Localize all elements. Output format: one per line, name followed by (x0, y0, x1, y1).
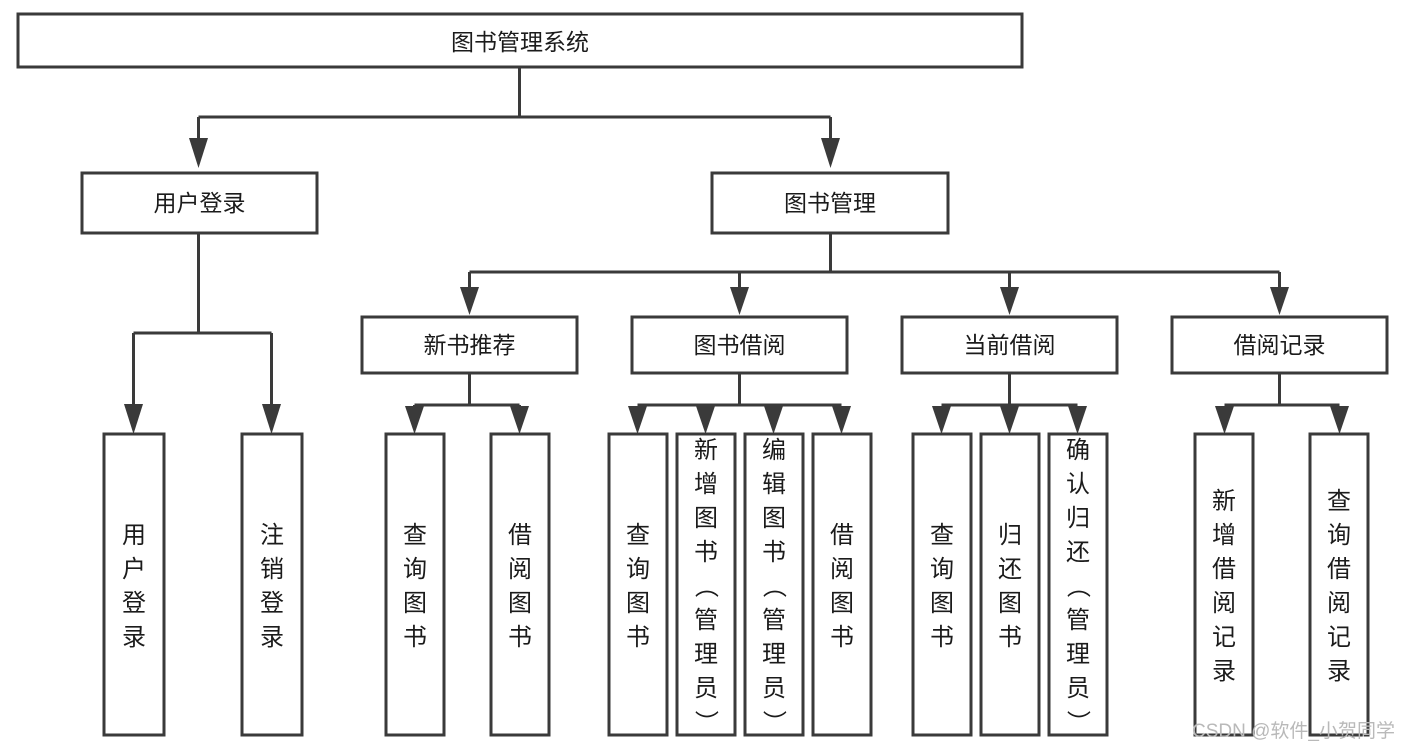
leaf-node-logout-box[interactable] (240, 432, 304, 737)
arrow-head-leaf-edit-book (764, 406, 783, 434)
node-root-box[interactable] (16, 12, 1024, 69)
leaf-node-query-book-2-box[interactable] (607, 432, 669, 737)
leaf-node-query-record-label: 查询借阅记录 (1327, 488, 1351, 685)
node-user-login-label: 用户登录 (154, 190, 246, 216)
node-user-login-box[interactable] (80, 171, 319, 235)
leaf-node-confirm-return[interactable]: 确认归还管理员 （ ） (1047, 432, 1109, 737)
leaf-node-return-book[interactable]: 归还图书 (979, 432, 1041, 737)
leaf-node-logout[interactable]: 注销登录 (240, 432, 304, 737)
arrow-head-leaf-query-book-3 (932, 406, 951, 434)
arrow-head-leaf-add-record (1215, 406, 1234, 434)
leaf-node-query-book-3-label: 查询图书 (930, 522, 954, 651)
node-book-borrow-box[interactable] (630, 315, 849, 375)
connector-layer (124, 67, 1349, 434)
svg-text:）: ） (1064, 710, 1091, 734)
leaf-node-query-book-2-label: 查询图书 (626, 522, 650, 651)
leaf-node-query-book-3[interactable]: 查询图书 (911, 432, 973, 737)
leaf-node-add-book-label: 新增图书管理员 (694, 437, 718, 702)
leaf-node-query-record[interactable]: 查询借阅记录 (1308, 432, 1370, 737)
leaf-node-borrow-book-1-box[interactable] (489, 432, 551, 737)
node-user-login[interactable]: 用户登录 (80, 171, 319, 235)
arrow-head-leaf-confirm-return (1068, 406, 1087, 434)
node-book-manage[interactable]: 图书管理 (710, 171, 950, 235)
leaf-node-query-record-box[interactable] (1308, 432, 1370, 737)
node-current-borrow-box[interactable] (900, 315, 1119, 375)
arrow-head-leaf-borrow-book-2 (832, 406, 851, 434)
leaf-node-borrow-book-2-box[interactable] (811, 432, 873, 737)
svg-text:）: ） (760, 710, 787, 734)
node-new-book-recommend[interactable]: 新书推荐 (360, 315, 579, 375)
arrow-head-leaf-return-book (1000, 406, 1019, 434)
leaf-node-borrow-book-2-label: 借阅图书 (830, 522, 854, 651)
leaf-node-confirm-return-label: 确认归还管理员 (1066, 437, 1090, 702)
leaf-node-query-book-2[interactable]: 查询图书 (607, 432, 669, 737)
leaf-node-borrow-book-1[interactable]: 借阅图书 (489, 432, 551, 737)
node-new-book-recommend-box[interactable] (360, 315, 579, 375)
node-borrow-records-label: 借阅记录 (1234, 332, 1326, 358)
leaf-node-query-book-1-box[interactable] (384, 432, 446, 737)
leaf-node-edit-book-label: 编辑图书管理员 (762, 437, 786, 702)
arrow-head-leaf-user-login (124, 404, 143, 434)
node-borrow-records-box[interactable] (1170, 315, 1389, 375)
leaf-node-query-book-1[interactable]: 查询图书 (384, 432, 446, 737)
node-root-label: 图书管理系统 (451, 29, 589, 55)
node-book-manage-box[interactable] (710, 171, 950, 235)
leaf-node-confirm-return-box[interactable] (1047, 432, 1109, 737)
leaf-node-borrow-book-1-label: 借阅图书 (508, 522, 532, 651)
leaf-node-user-login-label: 用户登录 (122, 522, 146, 651)
arrow-head-current-borrow (1000, 287, 1019, 315)
node-book-borrow-label: 图书借阅 (694, 332, 786, 358)
leaf-node-return-book-label: 归还图书 (998, 522, 1022, 651)
arrow-head-leaf-query-record (1330, 406, 1349, 434)
leaf-node-query-book-1-label: 查询图书 (403, 522, 427, 651)
leaf-node-add-record-box[interactable] (1193, 432, 1255, 737)
arrow-head-book-manage (821, 138, 840, 168)
node-new-book-recommend-label: 新书推荐 (424, 332, 516, 358)
leaf-node-edit-book-box[interactable] (743, 432, 805, 737)
leaf-node-query-book-3-box[interactable] (911, 432, 973, 737)
svg-text:（: （ (692, 574, 719, 598)
arrow-head-leaf-add-book (696, 406, 715, 434)
node-book-manage-label: 图书管理 (784, 190, 876, 216)
arrow-head-borrow-records (1270, 287, 1289, 315)
svg-text:）: ） (692, 710, 719, 734)
node-borrow-records[interactable]: 借阅记录 (1170, 315, 1389, 375)
arrow-head-leaf-borrow-book-1 (510, 406, 529, 434)
arrow-head-leaf-query-book-2 (628, 406, 647, 434)
arrow-head-new-book (460, 287, 479, 315)
node-current-borrow[interactable]: 当前借阅 (900, 315, 1119, 375)
leaf-node-add-record[interactable]: 新增借阅记录 (1193, 432, 1255, 737)
leaf-node-user-login[interactable]: 用户登录 (102, 432, 166, 737)
svg-text:（: （ (1064, 574, 1091, 598)
arrow-head-user-login (189, 138, 208, 168)
leaf-node-borrow-book-2[interactable]: 借阅图书 (811, 432, 873, 737)
leaf-node-user-login-box[interactable] (102, 432, 166, 737)
svg-text:（: （ (760, 574, 787, 598)
arrow-head-leaf-query-book-1 (405, 406, 424, 434)
arrow-head-book-borrow (730, 287, 749, 315)
node-current-borrow-label: 当前借阅 (964, 332, 1056, 358)
leaf-node-return-book-box[interactable] (979, 432, 1041, 737)
leaf-node-add-book-box[interactable] (675, 432, 737, 737)
leaf-node-add-record-label: 新增借阅记录 (1212, 488, 1236, 685)
leaf-node-logout-label: 注销登录 (260, 522, 284, 651)
leaf-node-add-book[interactable]: 新增图书管理员 （ ） (675, 432, 737, 737)
arrow-head-leaf-logout (262, 404, 281, 434)
csdn-watermark: CSDN @软件_小贺同学 (1192, 720, 1395, 742)
node-book-borrow[interactable]: 图书借阅 (630, 315, 849, 375)
node-root[interactable]: 图书管理系统 (16, 12, 1024, 69)
leaf-node-edit-book[interactable]: 编辑图书管理员 （ ） (743, 432, 805, 737)
